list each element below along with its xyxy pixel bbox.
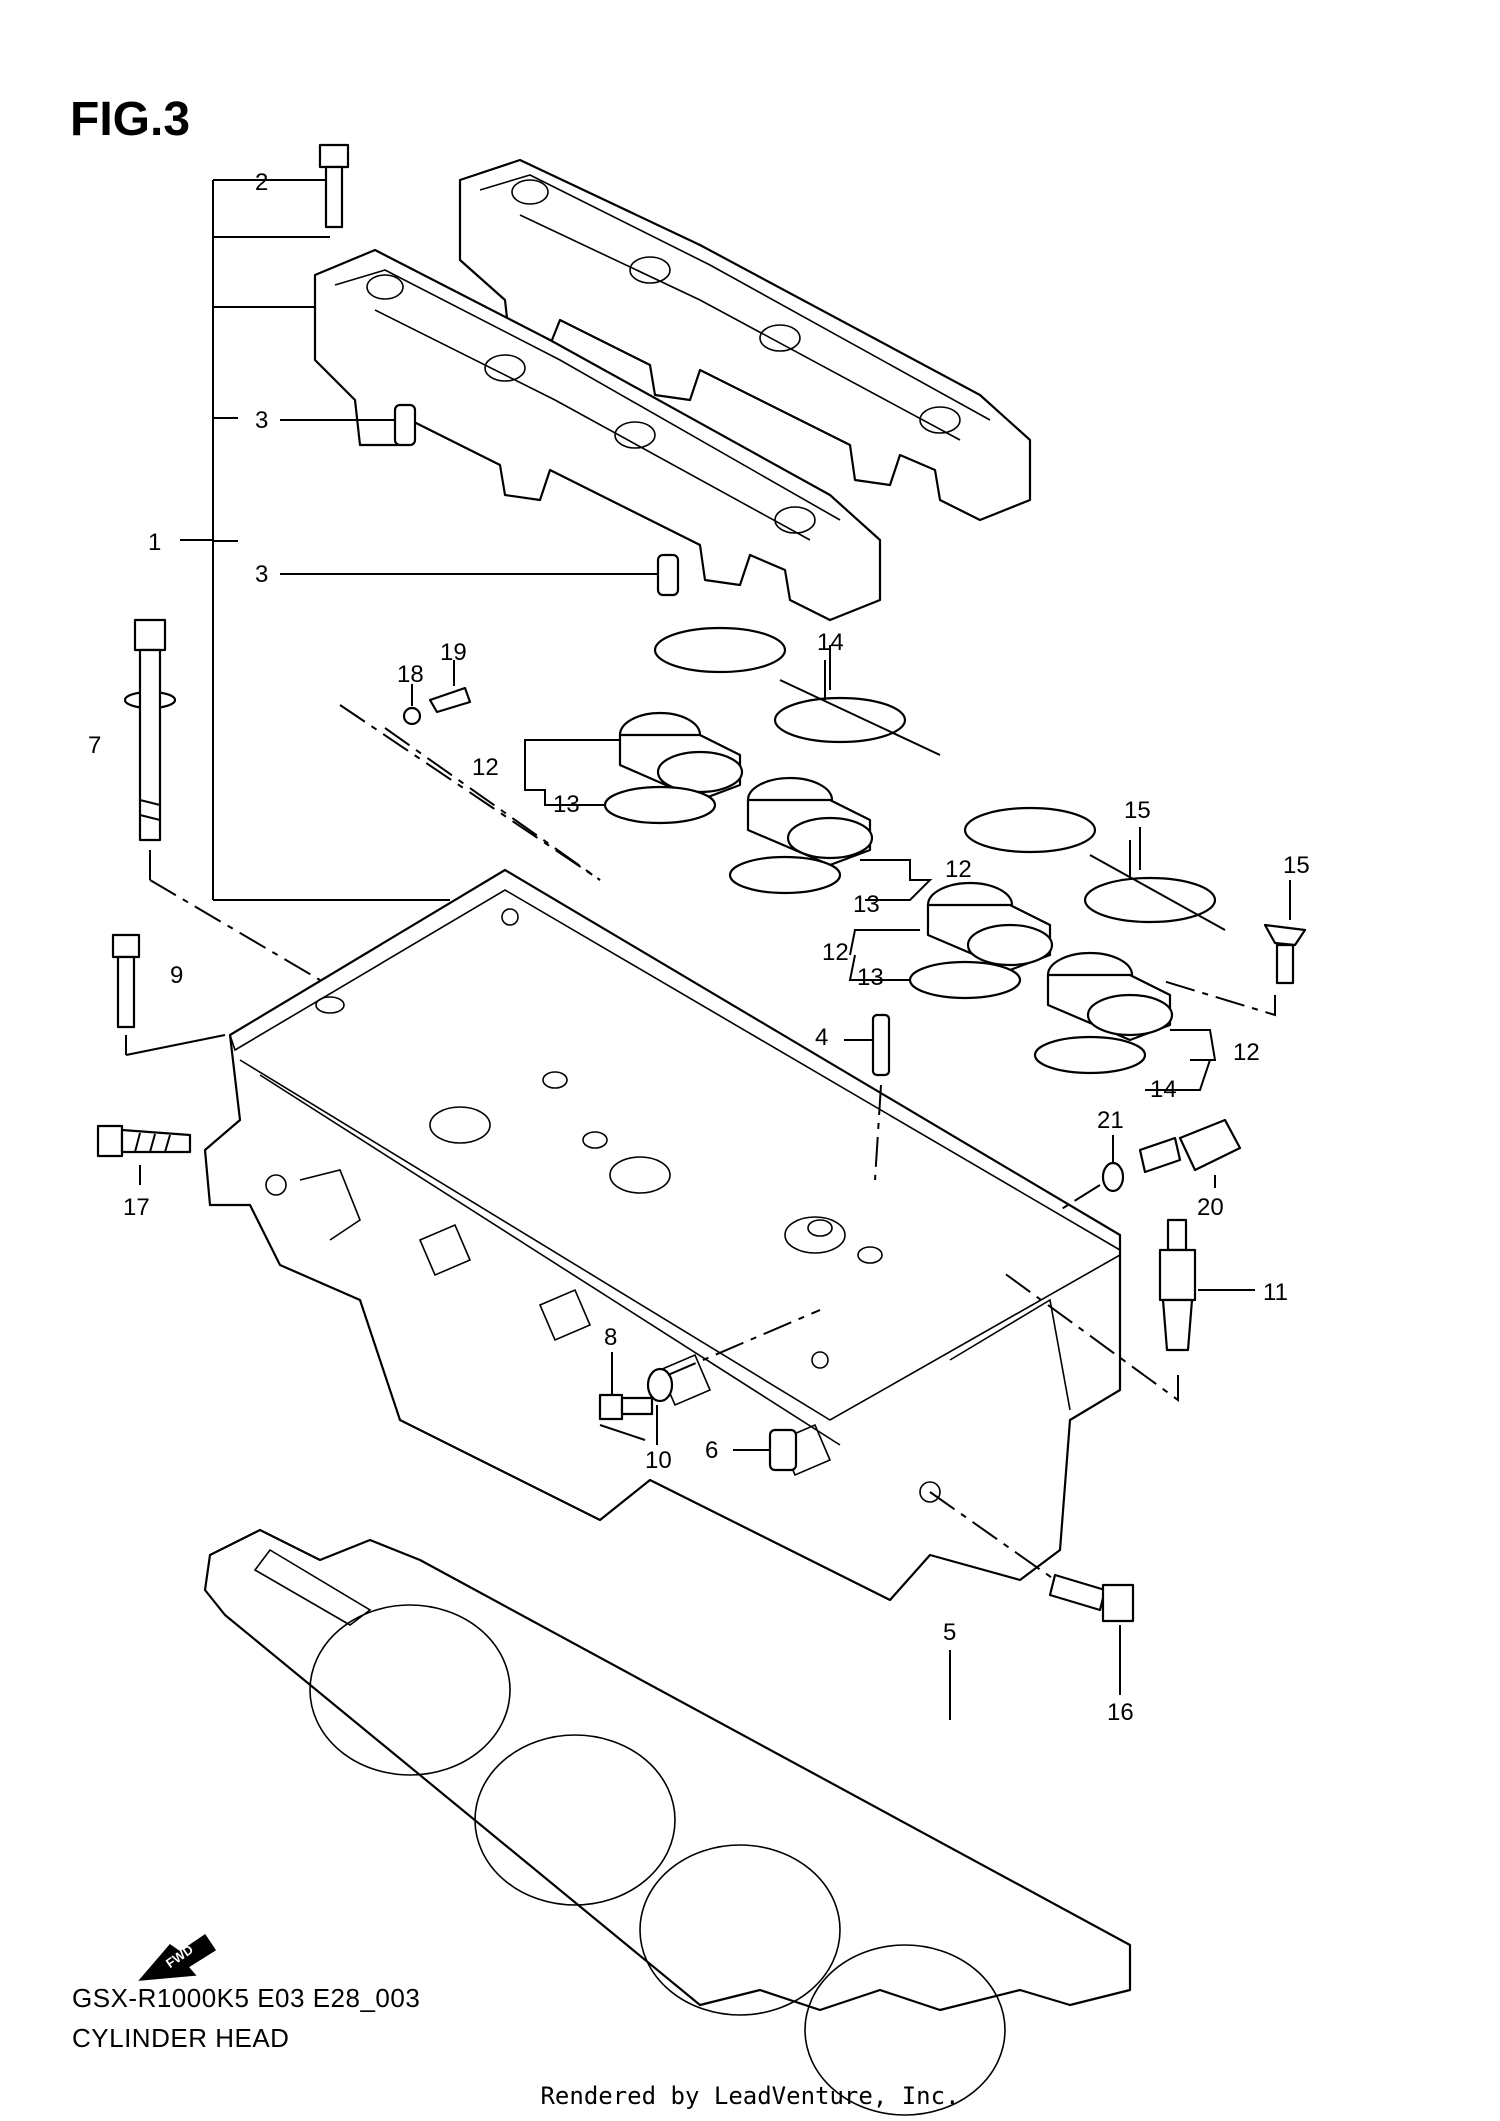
callout-3-upper: 3 (255, 407, 268, 434)
callout-12-d: 12 (1233, 1039, 1260, 1066)
render-credit: Rendered by LeadVenture, Inc. (540, 2082, 960, 2110)
callout-12-b: 12 (945, 856, 972, 883)
callout-9: 9 (170, 962, 183, 989)
callout-18: 18 (397, 661, 424, 688)
dowel-pin-3-lower (280, 553, 680, 597)
callout-10: 10 (645, 1447, 672, 1474)
fitting-19 (384, 660, 601, 881)
spark-plug-11 (999, 1218, 1255, 1402)
callout-14-upper: 14 (817, 629, 844, 656)
bolt-17 (96, 1124, 192, 1185)
callout-1: 1 (148, 529, 161, 556)
cylinder-head (203, 704, 1122, 1602)
o-ring-13-2 (728, 855, 842, 895)
callout-6: 6 (705, 1437, 718, 1464)
callout-13-b: 13 (853, 891, 880, 918)
model-code: GSX-R1000K5 E03 E28_003 (72, 1983, 421, 2013)
callout-14-lower: 15 (1124, 797, 1151, 824)
callout-11: 11 (1263, 1279, 1288, 1306)
temperature-sensor-20 (1138, 1118, 1242, 1188)
callout-8: 8 (604, 1324, 617, 1351)
intake-pipe-12-4 (1046, 951, 1174, 1042)
callout-12-c: 12 (822, 939, 849, 966)
callout-7: 7 (88, 732, 101, 759)
washer-18 (402, 684, 422, 726)
callout-3-lower: 3 (255, 561, 268, 588)
screw-15 (1159, 880, 1307, 1017)
dowel-6 (733, 1428, 798, 1472)
intake-pipe-12-1 (618, 711, 744, 802)
callout-19: 19 (440, 639, 467, 666)
o-ring-21 (1059, 1135, 1125, 1211)
bolt-8 (598, 1352, 654, 1441)
assembly-name: CYLINDER HEAD (72, 2023, 290, 2053)
callout-20: 20 (1197, 1194, 1224, 1221)
callout-17: 17 (123, 1194, 150, 1221)
intake-pipe-12-3 (926, 881, 1054, 972)
callout-15: 15 (1283, 852, 1310, 879)
callout-labels: 2 3 3 1 7 9 17 18 19 14 15 15 12 13 12 1… (88, 169, 1310, 1726)
dowel-4 (844, 1013, 891, 1181)
o-ring-13-4 (1033, 1035, 1147, 1075)
head-gasket-5 (203, 1528, 1132, 2116)
camshaft-holder-front (313, 248, 882, 622)
bolt-9 (111, 933, 226, 1056)
figure-title: FIG.3 (70, 93, 191, 146)
callout-2: 2 (255, 169, 268, 196)
washer-10 (646, 1309, 821, 1445)
callout-21: 21 (1097, 1107, 1124, 1134)
stud-bolt-7 (123, 618, 321, 981)
callout-12-13-leaders (524, 645, 1217, 1091)
o-ring-13-1 (603, 785, 717, 825)
callout-16: 16 (1107, 1699, 1134, 1726)
dowel-pin-3-upper (280, 403, 417, 447)
callout-13-c: 13 (857, 964, 884, 991)
callout-5: 5 (943, 1619, 956, 1646)
intake-pipe-12-2 (746, 776, 874, 867)
clamp-14-1 (653, 626, 941, 756)
clamp-14-2 (963, 806, 1226, 931)
callout-12-a: 12 (472, 754, 499, 781)
bolt-2 (258, 143, 350, 229)
callout-4: 4 (815, 1024, 828, 1051)
o-ring-13-3 (908, 960, 1022, 1000)
bolt-16 (929, 1491, 1135, 1695)
callout-13-a: 13 (553, 791, 580, 818)
callout-13-d: 14 (1150, 1076, 1177, 1103)
fwd-arrow: FWD (138, 1933, 217, 1981)
